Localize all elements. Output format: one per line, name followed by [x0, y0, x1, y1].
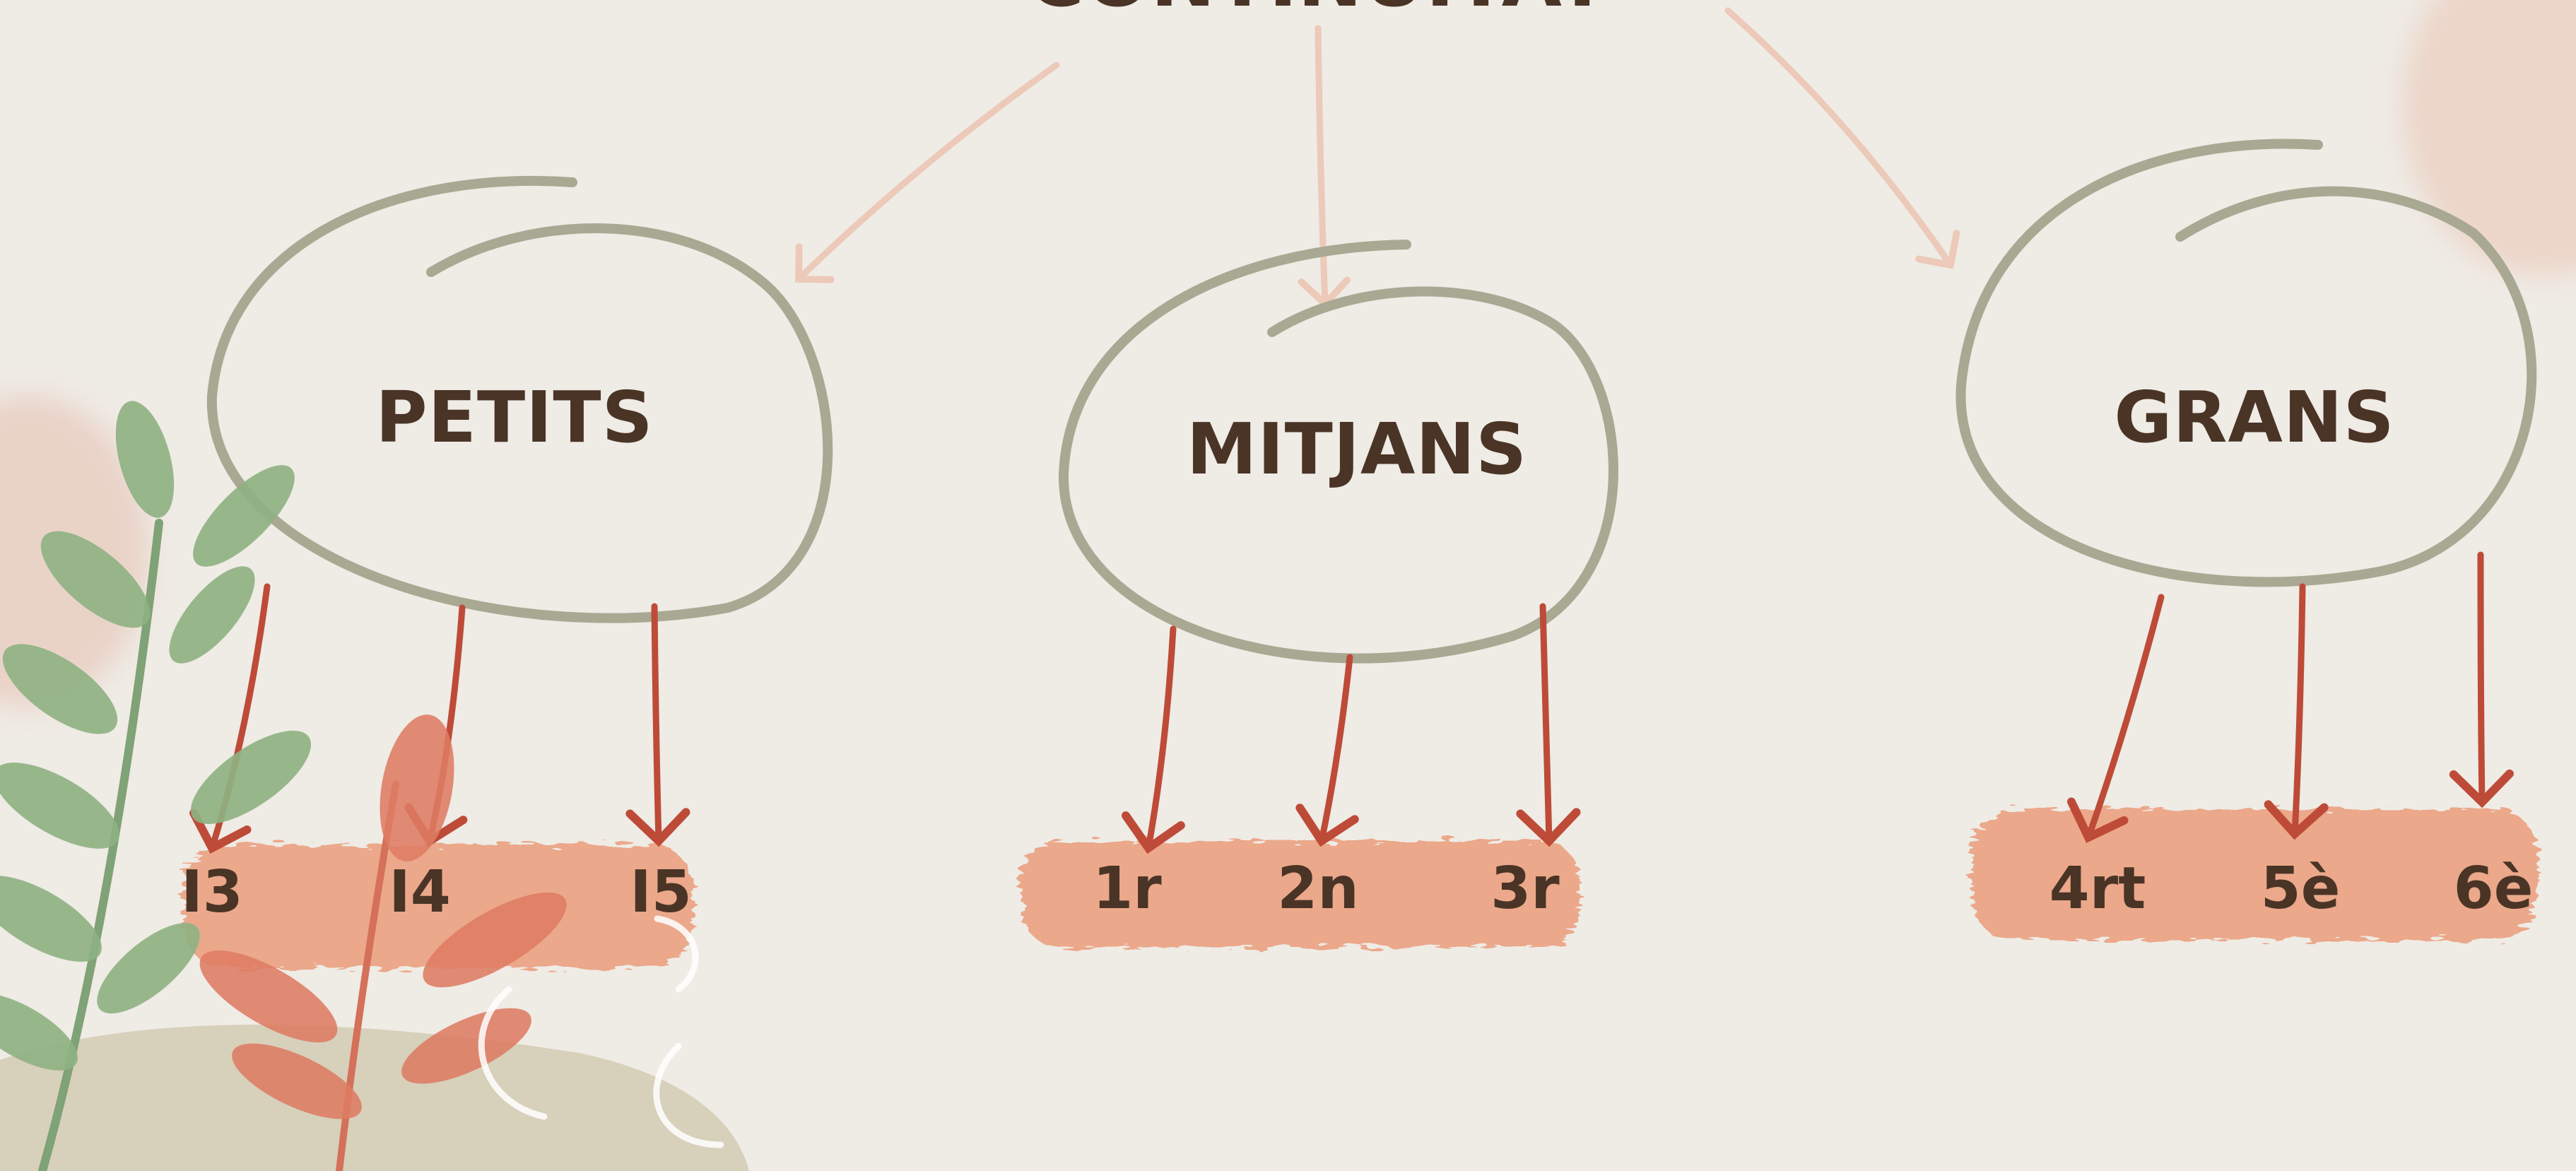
group-mitjans: MITJANS 1r 2n 3r [1058, 240, 1618, 922]
level-label-5e: 5è [2261, 855, 2341, 922]
arrow-to-mitjans [1298, 25, 1351, 309]
level-arrow-5e [2264, 583, 2329, 840]
level-label-i3: I3 [181, 859, 243, 926]
group-grans-ellipse [1955, 139, 2537, 587]
level-arrow-1r [1122, 625, 1185, 854]
plant-decoration [0, 401, 724, 1171]
top-arrows [795, 7, 1960, 309]
group-petits: PETITS I3 I4 I5 [181, 175, 833, 926]
level-label-6e: 6è [2454, 855, 2534, 922]
group-mitjans-label: MITJANS [1187, 408, 1527, 490]
header-title-partial: CONTINUÏTAT [1028, 0, 1609, 24]
level-arrow-2n [1295, 654, 1359, 847]
level-label-2n: 2n [1277, 855, 1358, 922]
level-arrow-3r [1516, 603, 1581, 847]
band-petits [184, 845, 693, 968]
level-label-1r: 1r [1093, 855, 1162, 922]
band-mitjans [1021, 841, 1580, 947]
group-petits-ellipse [206, 175, 833, 623]
level-label-i4: I4 [389, 859, 451, 926]
group-mitjans-ellipse [1058, 240, 1618, 664]
group-petits-label: PETITS [375, 376, 653, 459]
group-grans: GRANS 4rt 5è 6è [1955, 139, 2537, 922]
group-grans-label: GRANS [2114, 376, 2394, 459]
level-arrow-4rt [2066, 594, 2165, 843]
arrow-to-petits [795, 61, 1060, 283]
level-arrow-i5 [625, 603, 690, 847]
level-arrow-6e [2449, 551, 2514, 808]
level-label-4rt: 4rt [2049, 855, 2146, 922]
level-label-3r: 3r [1490, 855, 1560, 922]
arrow-to-grans [1724, 7, 1960, 269]
level-label-i5: I5 [630, 859, 692, 926]
